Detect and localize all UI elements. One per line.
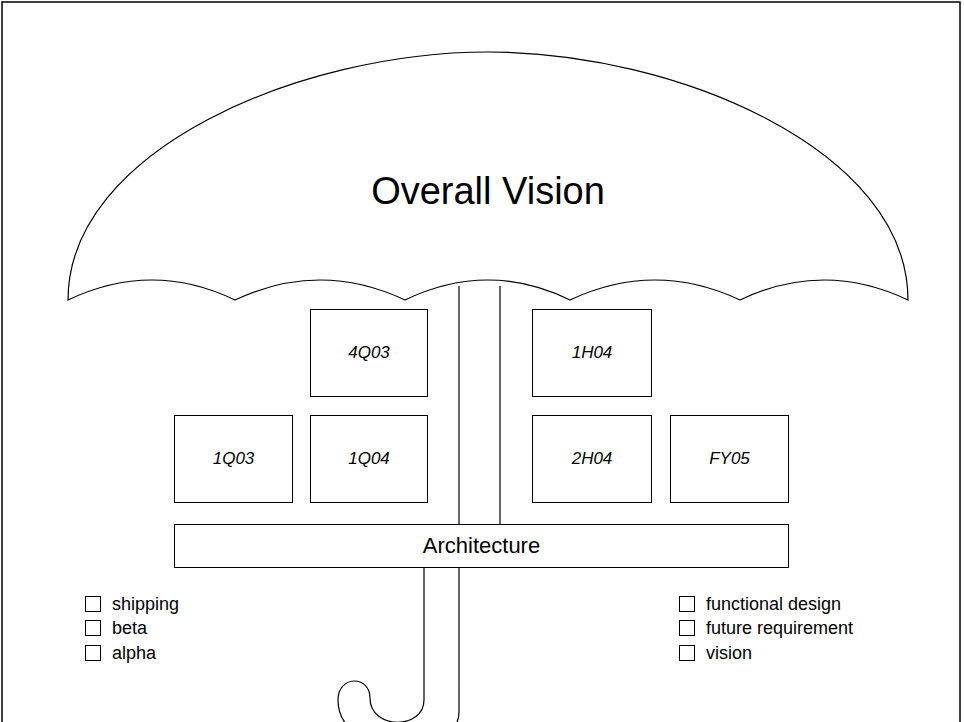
legend-label: vision xyxy=(706,643,752,664)
legend-label: shipping xyxy=(112,594,179,615)
legend-row: future requirement xyxy=(679,618,853,639)
release-box: 4Q03 xyxy=(310,309,428,397)
legend-swatch xyxy=(85,620,101,636)
legend-swatch xyxy=(679,620,695,636)
legend-row: functional design xyxy=(679,594,841,615)
legend-swatch xyxy=(85,596,101,612)
box-label: Architecture xyxy=(423,533,540,558)
legend-swatch xyxy=(85,645,101,661)
release-box: FY05 xyxy=(670,415,789,503)
legend-swatch xyxy=(679,645,695,661)
box-label: 1H04 xyxy=(572,343,613,363)
release-box: 1H04 xyxy=(532,309,652,397)
release-box: 1Q03 xyxy=(174,415,293,503)
umbrella-shaft xyxy=(499,286,500,524)
legend-row: beta xyxy=(85,618,147,639)
legend-row: shipping xyxy=(85,594,179,615)
box-label: 1Q03 xyxy=(213,449,255,469)
legend-swatch xyxy=(679,596,695,612)
vision-canopy: Overall Vision xyxy=(200,150,776,234)
release-box: 1Q04 xyxy=(310,415,428,503)
legend-label: functional design xyxy=(706,594,841,615)
architecture-bar: Architecture xyxy=(174,524,789,568)
umbrella-shaft xyxy=(458,286,459,524)
umbrella-handle xyxy=(338,568,459,722)
legend-row: vision xyxy=(679,643,752,664)
box-label: 1Q04 xyxy=(348,449,390,469)
legend-label: future requirement xyxy=(706,618,853,639)
legend-row: alpha xyxy=(85,643,156,664)
legend-label: alpha xyxy=(112,643,156,664)
box-label: 4Q03 xyxy=(348,343,390,363)
box-label: 2H04 xyxy=(572,449,613,469)
legend-label: beta xyxy=(112,618,147,639)
box-label: FY05 xyxy=(709,449,750,469)
umbrella-canopy xyxy=(68,52,908,300)
release-box: 2H04 xyxy=(532,415,652,503)
vision-title: Overall Vision xyxy=(371,170,605,214)
